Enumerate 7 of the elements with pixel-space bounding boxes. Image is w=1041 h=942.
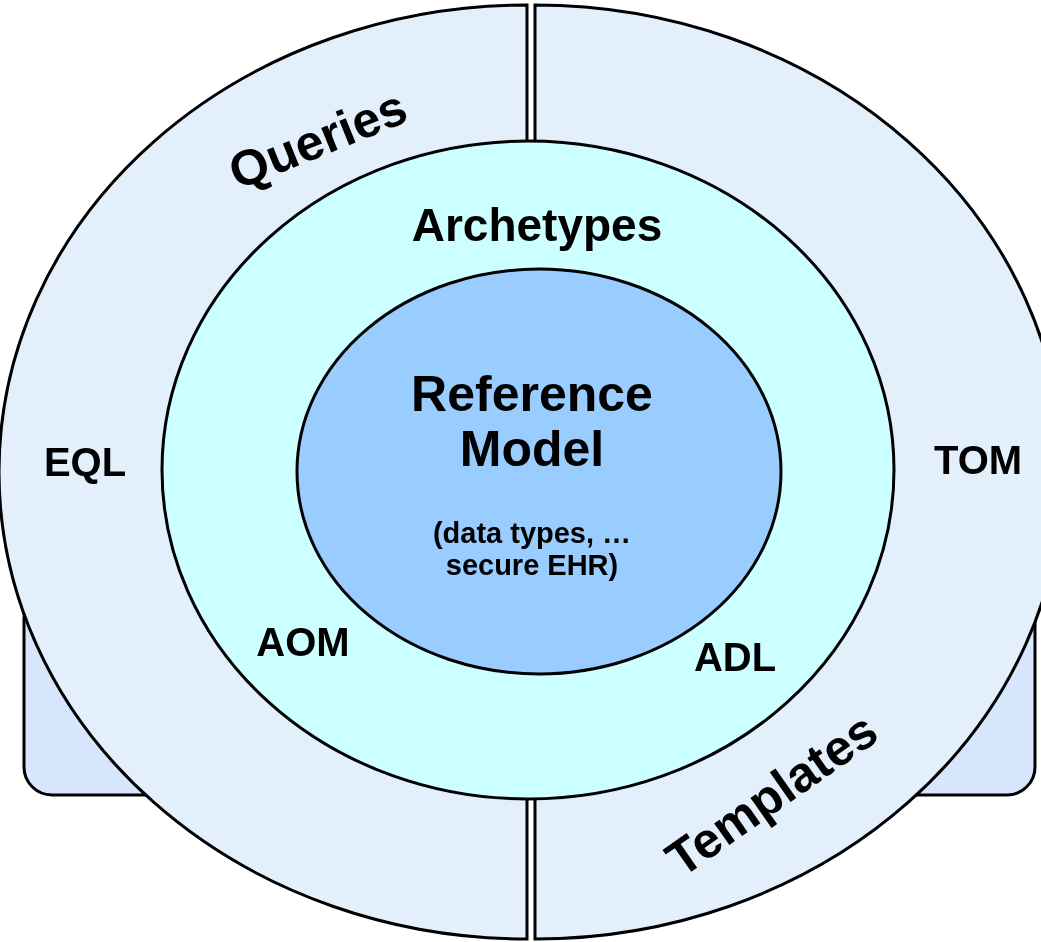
node-label: (data types, … secure EHR) [431,518,633,582]
node-label: Archetypes [410,199,664,251]
node-label: TOM [932,438,1024,482]
node-label: Reference Model [410,367,654,477]
node-label: ADL [692,635,778,679]
node-label: EQL [42,440,128,484]
node-label: AOM [255,620,351,664]
